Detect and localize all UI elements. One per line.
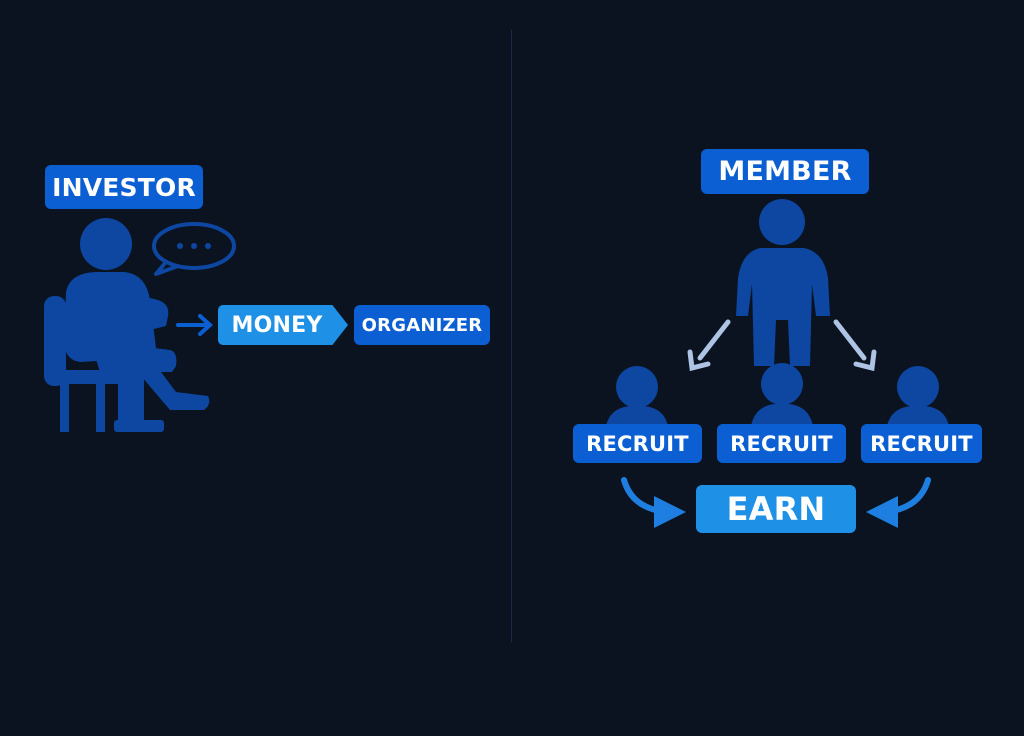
money-label: MONEY — [218, 305, 348, 345]
seated-investor-icon — [44, 218, 210, 432]
earn-label: EARN — [696, 485, 856, 533]
speech-bubble-icon — [152, 222, 236, 276]
recruit-figure-middle-icon — [751, 363, 813, 426]
panel-divider — [511, 30, 512, 642]
recruit-label-middle: RECRUIT — [717, 424, 846, 463]
recruit-label-left: RECRUIT — [573, 424, 702, 463]
arrow-member-left-icon — [687, 319, 731, 372]
arrow-head-right-icon — [866, 496, 898, 528]
member-figure-icon — [736, 199, 830, 366]
arrow-member-right-icon — [833, 319, 877, 372]
investor-label: INVESTOR — [45, 165, 203, 209]
organizer-label: ORGANIZER — [354, 305, 490, 345]
recruit-label-right: RECRUIT — [861, 424, 982, 463]
recruit-figure-left-icon — [606, 366, 668, 426]
arrow-to-money-icon — [176, 314, 213, 336]
recruit-figure-right-icon — [887, 366, 949, 426]
member-label: MEMBER — [701, 149, 869, 194]
arrow-head-left-icon — [654, 496, 686, 528]
